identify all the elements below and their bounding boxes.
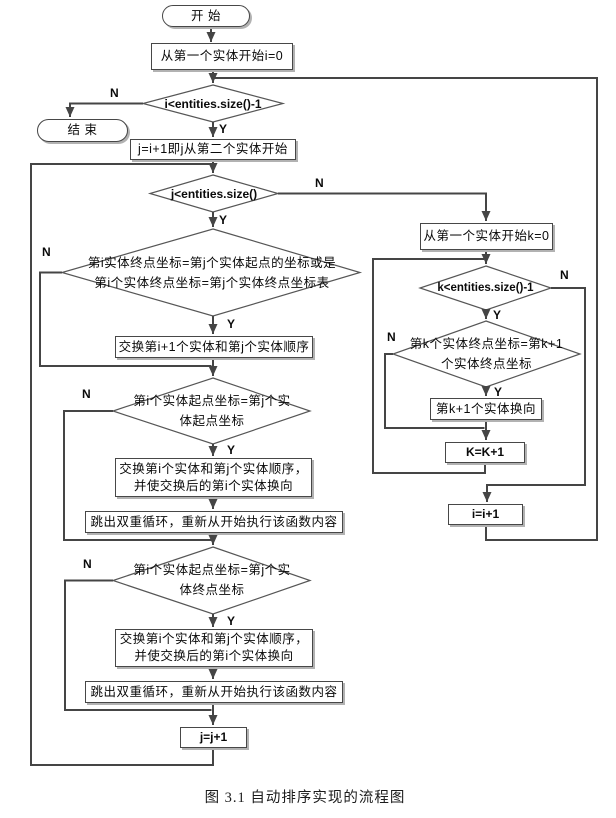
node-cond-se: 第i个实体起点坐标=第j个实 体终点坐标 (133, 563, 291, 597)
edge-j-loop (30, 163, 214, 766)
node-rev-k: 第k+1个实体换向 (430, 398, 542, 420)
branch-label-cond-se-yes: Y (227, 614, 236, 628)
branch-label-cond-j-yes: Y (219, 213, 228, 227)
node-cond-touch: 第i实体终点坐标=第j个实体起点的坐标或是 第i个实体终点坐标=第j个实体终点坐… (87, 256, 337, 290)
branch-label-cond-touch-yes: Y (227, 317, 236, 331)
edge-cond-touch-no (39, 271, 212, 367)
branch-label-cond-se-no: N (83, 557, 92, 571)
node-start: 开 始 (162, 5, 250, 27)
branch-label-cond-k-yes: Y (493, 308, 502, 322)
branch-label-cond-j-no: N (315, 176, 324, 190)
branch-label-cond-ss-yes: Y (227, 443, 236, 457)
node-inc-j: j=j+1 (180, 727, 247, 748)
edge-cond-j-no (278, 192, 491, 221)
branch-label-cond-k-no: N (560, 268, 569, 282)
node-break2: 跳出双重循环，重新从开始执行该函数内容 (85, 681, 343, 703)
node-inc-i: i=i+1 (448, 504, 523, 525)
node-break1: 跳出双重循环，重新从开始执行该函数内容 (85, 511, 343, 533)
branch-label-cond-ss-no: N (82, 387, 91, 401)
node-swap-adj: 交换第i+1个实体和第j个实体顺序 (115, 336, 313, 358)
edge-cond-se-no (64, 579, 212, 711)
node-cond-ss: 第i个实体起点坐标=第j个实 体起点坐标 (133, 394, 291, 428)
node-cond-kk: 第k个实体终点坐标=第k+1 个实体终点坐标 (409, 337, 564, 371)
node-init-k: 从第一个实体开始k=0 (420, 223, 553, 250)
branch-label-cond-touch-no: N (42, 245, 51, 259)
node-cond-k: k<entities.size()-1 (437, 282, 534, 294)
edge-cond-kk-no (384, 353, 485, 429)
node-swap-rev1: 交换第i个实体和第j个实体顺序， 并使交换后的第i个实体换向 (115, 458, 312, 497)
edge-k-loop (372, 258, 486, 474)
branch-label-cond-i-no: N (110, 86, 119, 100)
node-cond-j: j<entities.size() (170, 187, 258, 201)
node-cond-i: i<entities.size()-1 (164, 97, 262, 111)
figure-caption: 图 3.1 自动排序实现的流程图 (204, 790, 406, 806)
node-init-i: 从第一个实体开始i=0 (151, 43, 293, 70)
node-init-j: j=i+1即j从第二个实体开始 (130, 139, 296, 160)
edge-cond-k-no (482, 287, 586, 502)
edge-inc-i-return (214, 77, 598, 541)
branch-label-cond-kk-yes: Y (494, 385, 503, 399)
edge-cond-i-no (65, 102, 143, 117)
branch-label-cond-kk-no: N (387, 330, 396, 344)
node-inc-k: K=K+1 (445, 442, 525, 463)
edge-cond-ss-no (63, 410, 212, 541)
branch-label-cond-i-yes: Y (219, 122, 228, 136)
node-swap-rev2: 交换第i个实体和第j个实体顺序， 并使交换后的第i个实体换向 (115, 629, 313, 667)
node-end: 结 束 (37, 119, 128, 142)
